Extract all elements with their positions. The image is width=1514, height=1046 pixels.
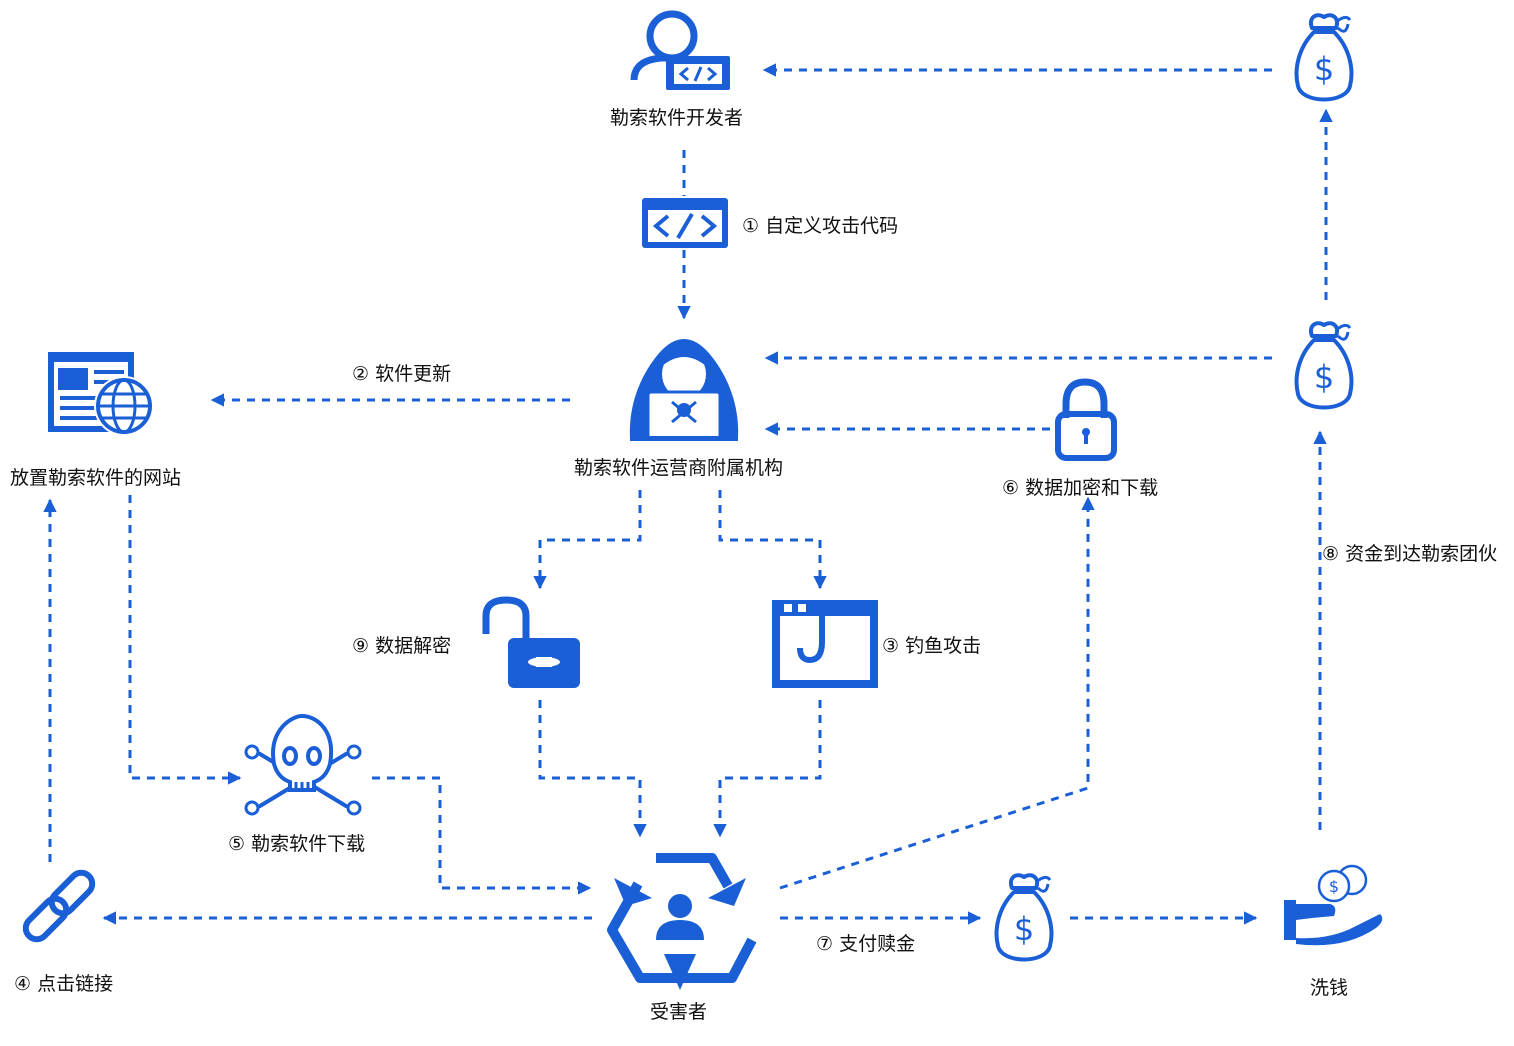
chain-link-icon <box>22 869 96 943</box>
step-6-label: ⑥ 数据加密和下载 <box>1002 477 1159 499</box>
money-bag-icon <box>1294 321 1354 410</box>
money-bag-icon <box>994 873 1054 962</box>
website-globe-icon <box>48 352 154 436</box>
connectors <box>43 63 1333 925</box>
hand-coins-icon: $ <box>1284 864 1383 946</box>
svg-text:$: $ <box>1329 877 1339 896</box>
step-2-label: ② 软件更新 <box>352 363 452 385</box>
step-3-label: ③ 钓鱼攻击 <box>882 635 982 657</box>
step-8-label: ⑧ 资金到达勒索团伙 <box>1322 543 1498 565</box>
victim-target-icon <box>607 853 757 990</box>
arrow-phishing-to-victim <box>713 700 822 838</box>
arrow-website-to-skull <box>128 495 242 785</box>
step-4-label: ④ 点击链接 <box>14 973 114 995</box>
step-9-label: ⑨ 数据解密 <box>352 635 452 657</box>
arrow-unlock-to-victim <box>538 700 647 838</box>
arrow-victim-to-lock <box>779 496 1095 890</box>
laundering-label: 洗钱 <box>1310 977 1349 999</box>
unlock-icon <box>482 596 580 688</box>
phishing-hook-icon <box>772 600 878 688</box>
step-5-label: ⑤ 勒索软件下载 <box>228 833 366 855</box>
arrow-operator-to-unlock <box>533 490 642 590</box>
step-7-label: ⑦ 支付赎金 <box>816 933 916 955</box>
developer-label: 勒索软件开发者 <box>610 107 744 129</box>
lock-icon <box>1055 378 1117 461</box>
operator-label: 勒索软件运营商附属机构 <box>574 457 784 479</box>
money-bag-icon <box>1294 13 1354 102</box>
arrow-operator-to-phishing <box>718 490 827 590</box>
victim-label: 受害者 <box>650 1001 708 1023</box>
hacker-icon <box>629 339 739 441</box>
skull-crossbones-icon <box>244 713 362 816</box>
step-1-label: ① 自定义攻击代码 <box>742 215 899 237</box>
code-window-icon <box>642 198 728 248</box>
arrow-skull-to-victim <box>372 776 592 895</box>
developer-icon <box>630 10 730 90</box>
website-label: 放置勒索软件的网站 <box>10 467 182 489</box>
